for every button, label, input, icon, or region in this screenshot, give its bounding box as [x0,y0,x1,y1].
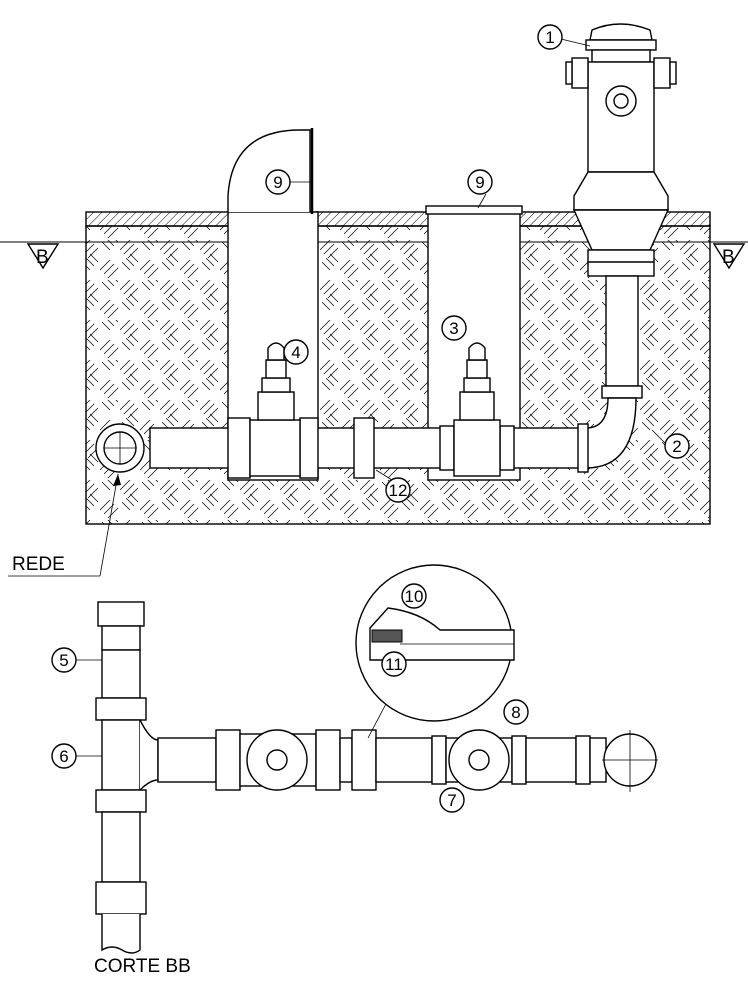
callout-11: 11 [381,651,407,677]
svg-text:10: 10 [405,587,424,606]
svg-text:12: 12 [389,481,408,500]
callout-1: 1 [537,24,591,50]
callout-12: 12 [375,469,411,503]
svg-text:4: 4 [291,343,300,362]
callout-10: 10 [401,583,427,609]
svg-text:5: 5 [59,651,68,670]
section-marker-right: B [712,243,746,270]
main-pipe [95,397,637,479]
svg-text:9: 9 [475,173,484,192]
svg-text:2: 2 [672,437,681,456]
svg-text:11: 11 [385,655,403,674]
svg-text:3: 3 [449,319,458,338]
plan-branch-pipe [157,729,658,792]
svg-text:9: 9 [273,173,282,192]
callout-2: 2 [651,429,690,459]
svg-text:REDE: REDE [12,554,65,575]
network-label: REDE [8,473,121,577]
callout-6: 6 [51,743,102,769]
svg-text:6: 6 [59,747,68,766]
section-marker-left: B [26,243,60,270]
callout-4: 4 [283,339,309,365]
callout-8: 8 [503,699,529,725]
fire-hydrant [565,23,677,399]
svg-text:8: 8 [511,703,520,722]
joint-detail [355,564,515,739]
callout-9-right: 9 [467,169,493,209]
callout-7: 7 [439,787,465,813]
svg-text:B: B [36,247,49,268]
plan-tee-pipe [95,601,159,954]
gate-valve-3 [453,342,501,477]
section-title: CORTE BB [94,956,191,977]
gate-valve-4 [249,342,301,477]
svg-text:B: B [722,247,735,268]
svg-text:7: 7 [447,791,456,810]
svg-text:1: 1 [545,28,554,47]
callout-9-left: 9 [265,169,312,195]
callout-3: 3 [441,315,467,341]
callout-5: 5 [51,647,102,673]
